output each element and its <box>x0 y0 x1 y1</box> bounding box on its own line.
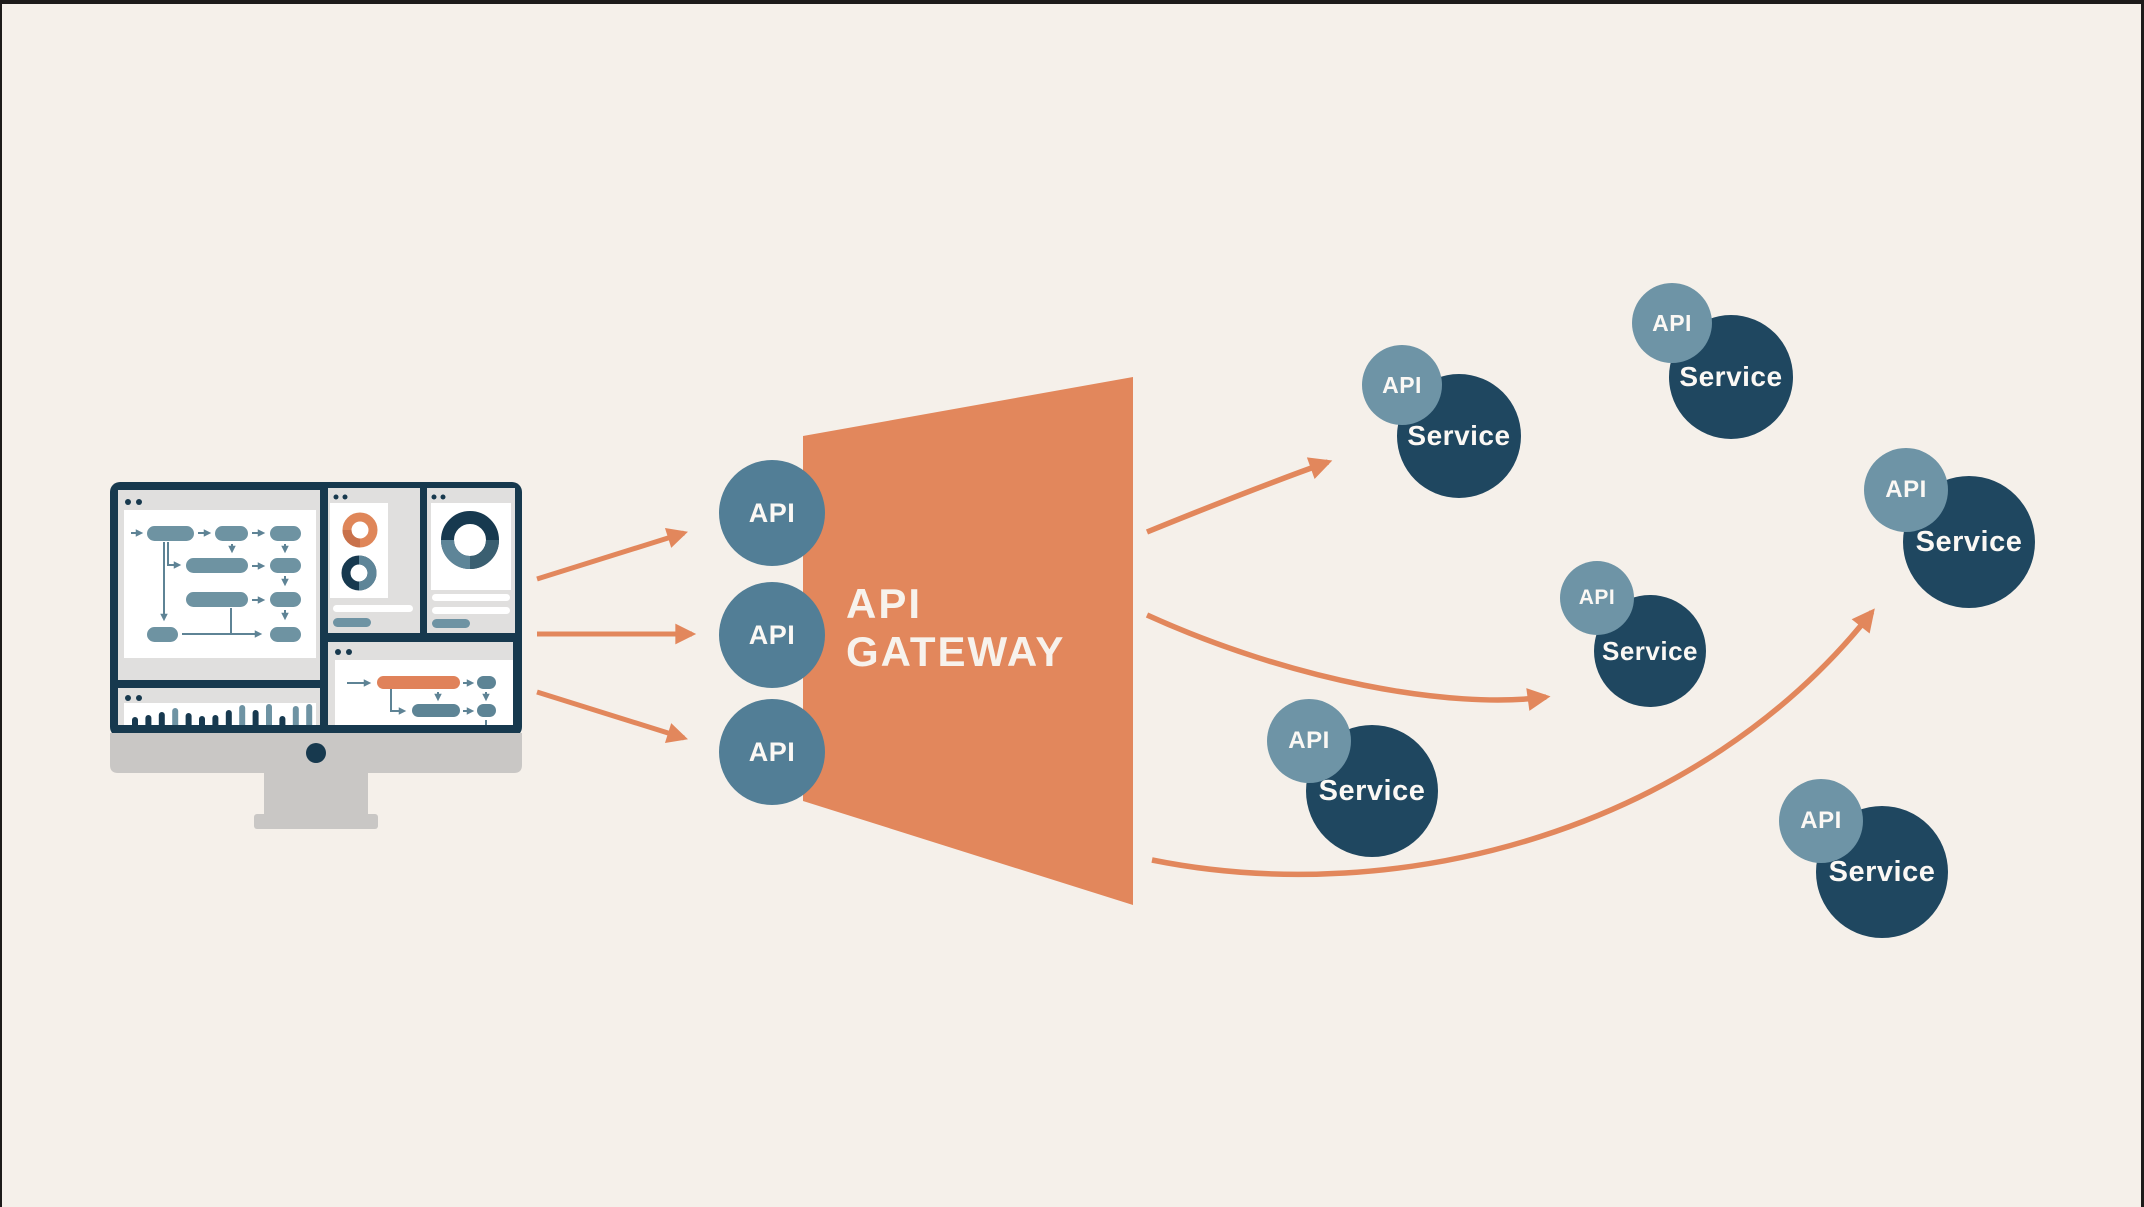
service-api-badge-2: API <box>1632 283 1712 363</box>
pipeline-window <box>328 642 513 725</box>
navy-donut-chart <box>341 555 377 591</box>
api-badge-label: API <box>1288 727 1330 754</box>
api-badge-label: API <box>1652 309 1692 336</box>
route-arrows <box>1145 457 1875 878</box>
api-badge-label: API <box>1382 371 1422 398</box>
service-api-badge-4: API <box>1560 561 1634 635</box>
request-arrow-3 <box>536 689 688 743</box>
api-badge-label: API <box>1885 476 1927 503</box>
gateway-trapezoid <box>803 377 1133 905</box>
service-api-badge-1: API <box>1362 345 1442 425</box>
orange-donut-chart <box>342 512 378 548</box>
service-label: Service <box>1407 420 1511 451</box>
service-circle-6: Service <box>1816 806 1948 938</box>
bar-chart <box>132 704 313 725</box>
gateway-api-node-1: API <box>719 460 825 566</box>
service-label: Service <box>1318 774 1426 807</box>
donut-stats-window <box>328 488 420 633</box>
gateway-api-node-3: API <box>719 699 825 805</box>
monitor-stand-base <box>254 814 378 829</box>
big-donut-chart <box>441 511 499 569</box>
service-api-badge-3: API <box>1864 448 1948 532</box>
request-arrows <box>536 528 697 743</box>
monitor-logo-dot <box>306 743 326 763</box>
api-badge-label: API <box>1800 807 1842 834</box>
service-label: Service <box>1679 361 1783 392</box>
gateway-title: API GATEWAY <box>846 580 1066 676</box>
monitor-stand-neck <box>264 771 368 817</box>
route-arrow-1 <box>1145 457 1333 535</box>
api-badge-label: API <box>1578 586 1616 609</box>
service-api-badge-6: API <box>1779 779 1863 863</box>
service-label: Service <box>1828 855 1936 888</box>
gateway-api-node-label: API <box>748 736 796 767</box>
gateway-api-node-label: API <box>748 497 796 528</box>
route-arrow-3 <box>1151 608 1875 878</box>
route-arrow-2 <box>1145 612 1551 711</box>
service-label: Service <box>1915 525 2023 558</box>
monitor-illustration <box>110 482 522 829</box>
bar-chart-window <box>118 688 320 725</box>
flowchart-window <box>118 490 320 680</box>
gateway-api-node-label: API <box>748 619 796 650</box>
big-donut-window <box>427 488 515 633</box>
service-label: Service <box>1601 635 1699 666</box>
service-api-badge-5: API <box>1267 699 1351 783</box>
request-arrow-1 <box>536 528 688 582</box>
gateway-api-node-2: API <box>719 582 825 688</box>
